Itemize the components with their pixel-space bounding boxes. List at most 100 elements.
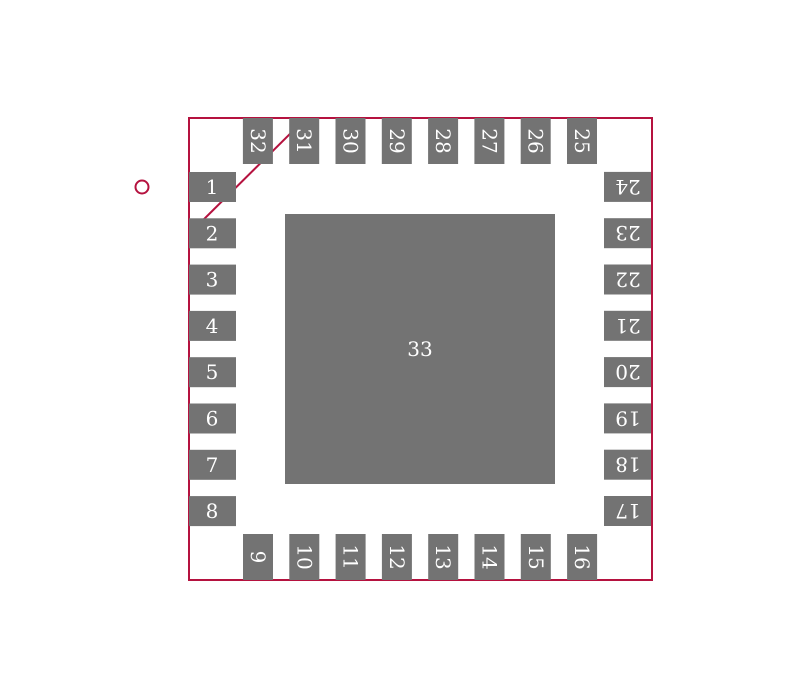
pin-pad-28: 28	[428, 118, 459, 164]
left-pin-row: 1 2 3 4 5 6 7 8	[189, 172, 236, 527]
pin-pad-shape	[189, 310, 236, 341]
pin-pad-shape	[428, 118, 459, 164]
top-pin-row: 25 26 27 28 29 30 31 32	[242, 118, 597, 164]
pin-pad-shape	[604, 449, 651, 480]
bottom-pin-row: 9 10 11 12 13 14 15 16	[243, 534, 598, 580]
package-outline	[188, 117, 653, 581]
pin-number-label: 24	[615, 175, 640, 199]
pin-number-label: 21	[615, 314, 640, 338]
pin-pad-29: 29	[381, 118, 412, 164]
pin-pad-16: 16	[567, 534, 598, 580]
pin-number-label: 15	[524, 544, 548, 569]
pin-pad-shape	[381, 118, 412, 164]
pin-pad-shape	[604, 264, 651, 295]
pin-pad-shape	[189, 357, 236, 388]
pin-pad-shape	[189, 496, 236, 527]
pin-number-label: 8	[206, 499, 219, 523]
pin-pad-shape	[474, 534, 505, 580]
pin-pad-shape	[189, 449, 236, 480]
pin-pad-shape	[335, 534, 366, 580]
pin-number-label: 3	[206, 268, 219, 292]
pin-number-label: 6	[206, 407, 219, 431]
pin-pad-26: 26	[520, 118, 551, 164]
pin-pad-shape	[189, 403, 236, 434]
pin-number-label: 9	[246, 551, 270, 564]
pin-pad-shape	[520, 534, 551, 580]
pin-pad-17: 17	[604, 496, 651, 526]
thermal-pad: 33	[285, 214, 555, 484]
pin-number-label: 26	[524, 128, 548, 153]
pin-pad-23: 23	[604, 218, 651, 249]
pin-number-label: 16	[570, 544, 594, 569]
pin-pad-4: 4	[189, 310, 236, 341]
pin-pad-1: 1	[189, 172, 236, 202]
pin-pad-shape	[289, 118, 320, 164]
pin-number-label: 7	[206, 453, 219, 477]
pin-pad-shape	[381, 534, 412, 580]
pin-pad-shape	[604, 171, 651, 202]
pin1-chamfer-line	[188, 117, 307, 235]
pin-pad-5: 5	[189, 357, 236, 388]
pin-number-label: 32	[246, 128, 270, 153]
pin-number-label: 12	[385, 544, 409, 569]
pin-pad-shape	[335, 118, 366, 164]
pin-pad-11: 11	[335, 534, 366, 580]
pin-number-label: 1	[206, 175, 219, 199]
pin-pad-31: 31	[289, 118, 320, 164]
pin-pad-shape	[604, 357, 651, 388]
pin-pad-2: 2	[189, 218, 236, 249]
pin-number-label: 18	[615, 453, 640, 477]
pin-pad-24: 24	[604, 171, 651, 202]
pin-pad-10: 10	[289, 534, 320, 580]
pin-pad-shape	[189, 218, 236, 249]
pin-pad-13: 13	[428, 534, 459, 580]
pin-pad-shape	[567, 118, 597, 164]
right-pin-row: 17 18 19 20 21 22 23 24	[604, 171, 651, 526]
pin-number-label: 25	[570, 128, 594, 153]
pin-pad-shape	[567, 534, 598, 580]
pin-number-label: 2	[206, 221, 219, 245]
pin-pad-shape	[189, 264, 236, 295]
pin-pad-7: 7	[189, 449, 236, 480]
pin-pad-30: 30	[335, 118, 366, 164]
pin-pad-shape	[242, 118, 273, 164]
pin-number-label: 29	[385, 128, 409, 153]
pin-number-label: 19	[615, 406, 640, 430]
pin-number-label: 17	[615, 499, 640, 523]
pin-pad-shape	[520, 118, 551, 164]
pin-pad-shape	[289, 534, 320, 580]
pin-number-label: 27	[477, 128, 501, 153]
pin-pad-14: 14	[474, 534, 505, 580]
pin-pad-shape	[604, 496, 651, 526]
pin-pad-shape	[604, 403, 651, 434]
pin-pad-8: 8	[189, 496, 236, 527]
pin-pad-22: 22	[604, 264, 651, 295]
pin-pad-9: 9	[243, 534, 273, 580]
thermal-pad-label: 33	[407, 337, 432, 361]
pin-number-label: 10	[292, 544, 316, 569]
pin-pad-18: 18	[604, 449, 651, 480]
pin-pad-20: 20	[604, 357, 651, 388]
pin-number-label: 28	[431, 128, 455, 153]
pin1-indicator-circle	[134, 179, 150, 195]
pin-number-label: 23	[615, 221, 640, 245]
pin-pad-12: 12	[381, 534, 412, 580]
pin-number-label: 22	[615, 268, 640, 292]
pin-pad-3: 3	[189, 264, 236, 295]
pin-pad-32: 32	[242, 118, 273, 164]
pin-pad-25: 25	[567, 118, 597, 164]
pin-number-label: 31	[292, 128, 316, 153]
pin-pad-shape	[604, 218, 651, 249]
pin-pad-21: 21	[604, 310, 651, 341]
pin-number-label: 13	[431, 544, 455, 569]
pin-pad-shape	[604, 310, 651, 341]
pin-number-label: 20	[615, 360, 640, 384]
pin-pad-19: 19	[604, 403, 651, 434]
pin-pad-15: 15	[520, 534, 551, 580]
pin-number-label: 11	[339, 544, 363, 569]
pin-pad-shape	[474, 118, 505, 164]
pin-number-label: 4	[206, 314, 219, 338]
pin-pad-shape	[428, 534, 459, 580]
